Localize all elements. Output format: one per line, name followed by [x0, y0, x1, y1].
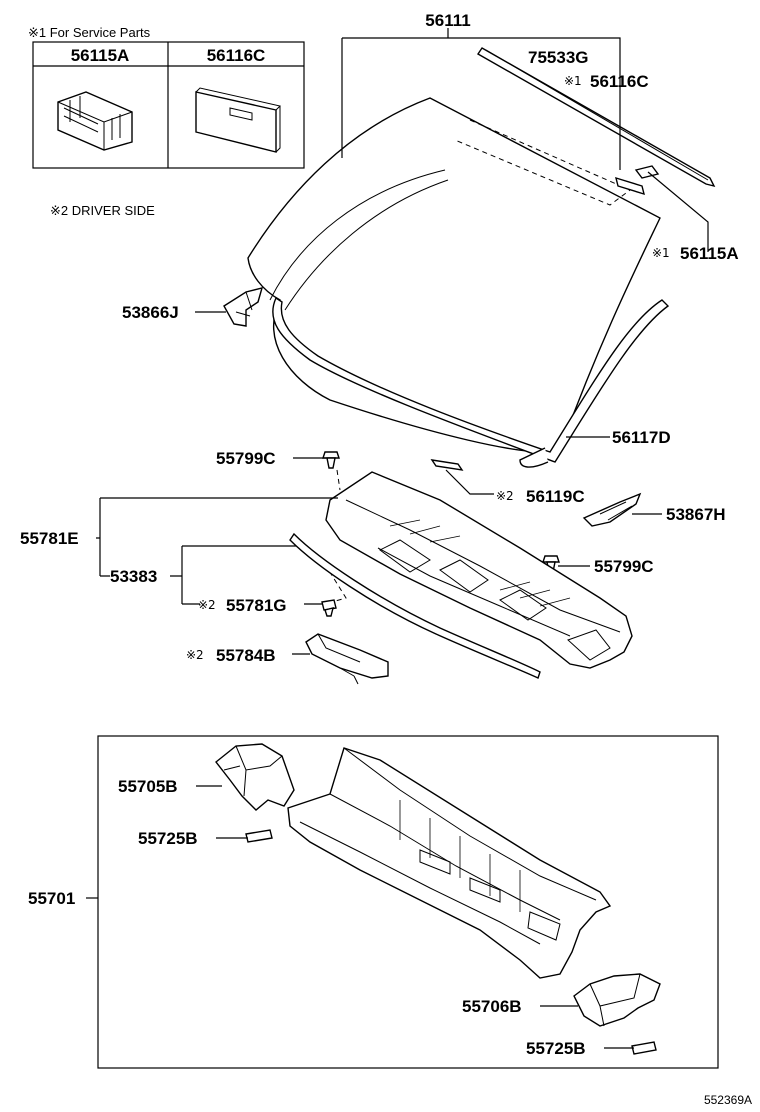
seal-53383	[289, 532, 541, 679]
label-55781E: 55781E	[20, 529, 79, 548]
mark-1-56116C: ※1	[564, 74, 582, 88]
cowl-top-ventilator	[325, 471, 633, 669]
label-56117D: 56117D	[612, 428, 671, 447]
label-56116C: 56116C	[590, 72, 649, 91]
diagram-reference-number: 552369A	[704, 1093, 752, 1107]
clip-55781G	[321, 599, 337, 617]
cowl-panel-box	[97, 735, 719, 1069]
label-55799C-right: 55799C	[594, 557, 654, 576]
windshield-moulding	[272, 296, 670, 468]
mark-2-55784B: ※2	[186, 648, 204, 662]
clip-55799C-top	[322, 451, 340, 469]
legend-col-56115A: 56115A	[71, 46, 130, 65]
bracket-55705B	[215, 743, 295, 811]
piece-53867H	[582, 492, 642, 527]
label-55705B: 55705B	[118, 777, 178, 796]
strip-56116C-part	[615, 176, 645, 196]
upper-moulding	[477, 47, 716, 188]
mark-2-56119C: ※2	[496, 489, 514, 503]
label-53867H: 53867H	[666, 505, 726, 524]
legend-col-56116C: 56116C	[207, 46, 266, 65]
label-56111: 56111	[425, 11, 470, 30]
leader-dash-55781G	[319, 555, 347, 603]
windshield-glass	[247, 97, 661, 453]
label-55701: 55701	[28, 889, 75, 908]
mark-2-55781G: ※2	[198, 598, 216, 612]
label-55725B-bottom: 55725B	[526, 1039, 586, 1058]
cowl-panel	[287, 747, 612, 979]
bracket-55706B	[573, 973, 661, 1027]
clip-56115A-drawing	[57, 91, 133, 151]
label-55799C-top: 55799C	[216, 449, 276, 468]
label-55781G: 55781G	[226, 596, 287, 615]
label-56115A: 56115A	[680, 244, 739, 263]
strip-56116C-drawing	[195, 87, 281, 153]
clip-55725B-bottom	[631, 1041, 657, 1055]
legend-note-driver-side: ※2 DRIVER SIDE	[50, 203, 155, 218]
mark-1-56115A: ※1	[652, 246, 670, 260]
label-55784B: 55784B	[216, 646, 276, 665]
label-53383: 53383	[110, 567, 157, 586]
service-parts-legend: ※1 For Service Parts 56115A 56116C ※2 DR…	[28, 25, 305, 218]
seal-56119C	[430, 459, 464, 471]
label-55706B: 55706B	[462, 997, 522, 1016]
label-56119C: 56119C	[526, 487, 585, 506]
label-53866J: 53866J	[122, 303, 179, 322]
clip-56115A-part	[634, 165, 660, 179]
clip-55725B-left	[245, 829, 273, 843]
label-55725B-left: 55725B	[138, 829, 198, 848]
bracket-55784B	[305, 633, 389, 679]
part-labels: 56111 75533G ※1 56116C ※1 56115A 53866J …	[20, 11, 739, 1058]
corner-piece-53866J	[223, 287, 264, 327]
leader-lines	[86, 28, 709, 1049]
leader-dash-55799C-top	[336, 469, 341, 491]
label-75533G: 75533G	[528, 48, 589, 67]
legend-note-service-parts: ※1 For Service Parts	[28, 25, 151, 40]
